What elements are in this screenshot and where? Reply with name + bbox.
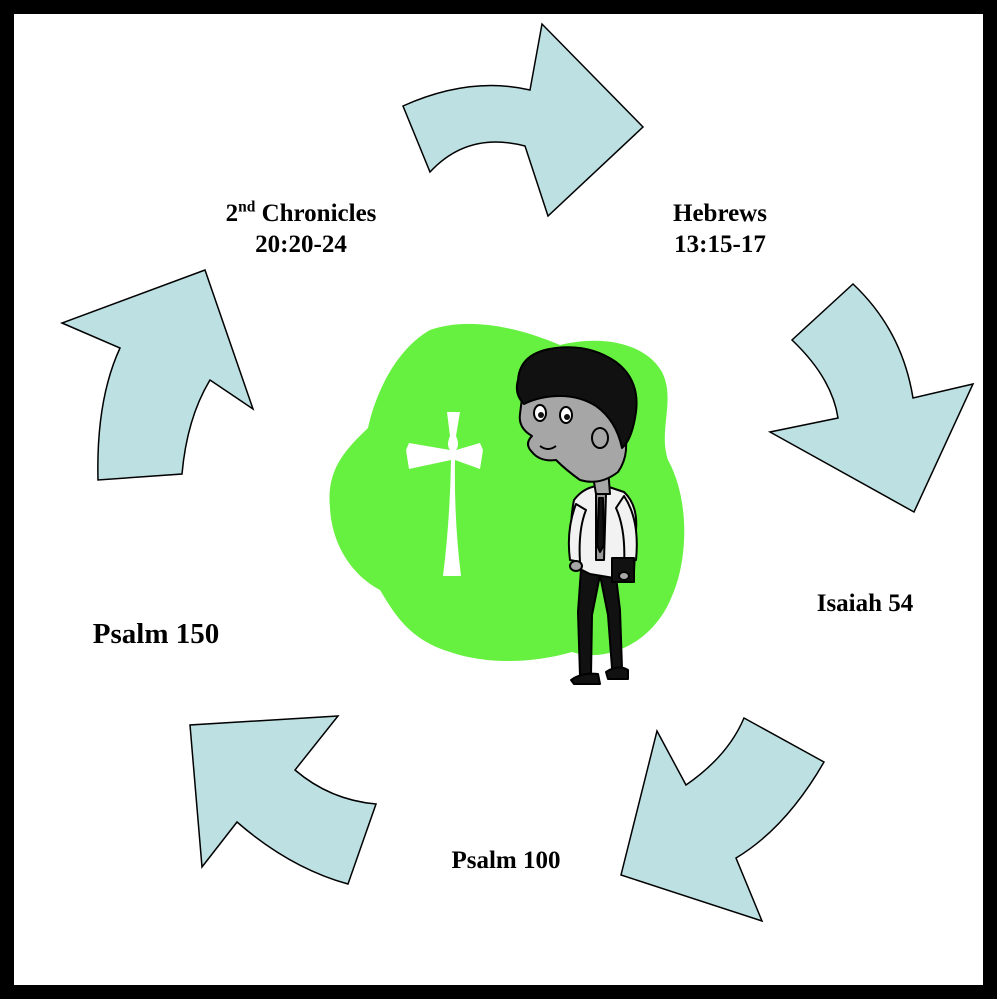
arrow-top: [403, 24, 643, 216]
label-psalm150: Psalm 150: [66, 616, 246, 652]
arrow-left: [62, 270, 253, 480]
label-isaiah: Isaiah 54: [790, 588, 940, 619]
label-hebrews-line1: Hebrews: [640, 198, 800, 229]
arrow-right: [770, 284, 973, 512]
label-hebrews-line2: 13:15-17: [640, 229, 800, 260]
label-chronicles: 2nd Chronicles 20:20-24: [186, 198, 416, 261]
label-hebrews: Hebrews 13:15-17: [640, 198, 800, 261]
label-chronicles-line2: 20:20-24: [186, 229, 416, 260]
label-psalm100: Psalm 100: [426, 845, 586, 876]
arrow-bottom-right: [621, 718, 824, 921]
arrow-bottom-left: [190, 716, 376, 884]
center-blob: [329, 324, 684, 661]
label-chronicles-line1: 2nd Chronicles: [186, 198, 416, 229]
